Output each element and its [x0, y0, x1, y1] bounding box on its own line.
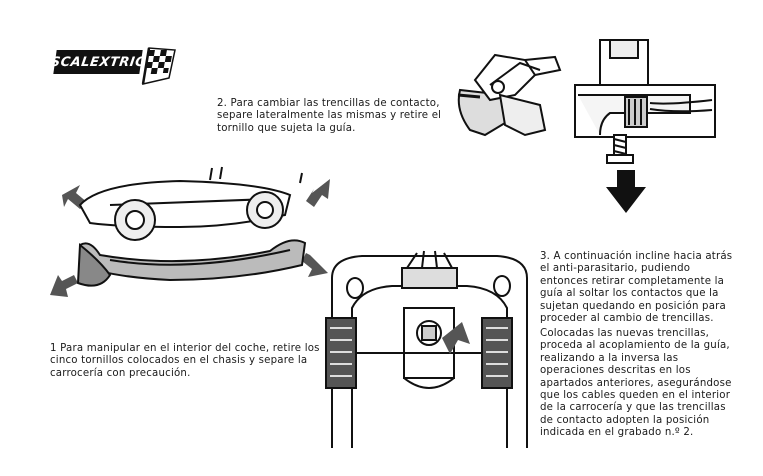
- step-1-text: 1 Para manipular en el interior del coch…: [50, 343, 320, 379]
- step-3-continuation-text: Colocadas las nuevas trencillas, proceda…: [540, 328, 732, 439]
- step-2-text: 2. Para cambiar las trencillas de contac…: [217, 98, 442, 134]
- car-disassembly-illustration: [50, 166, 330, 297]
- scalextric-logo: SCALEXTRIC: [50, 44, 180, 88]
- checkered-flag-icon: [141, 47, 176, 85]
- step-3-text: 3. A continuación incline hacia atrás el…: [540, 251, 733, 325]
- logo-wordmark: SCALEXTRIC: [50, 50, 146, 74]
- chassis-front-illustration: [325, 250, 528, 448]
- guide-screw-illustration: [457, 39, 716, 213]
